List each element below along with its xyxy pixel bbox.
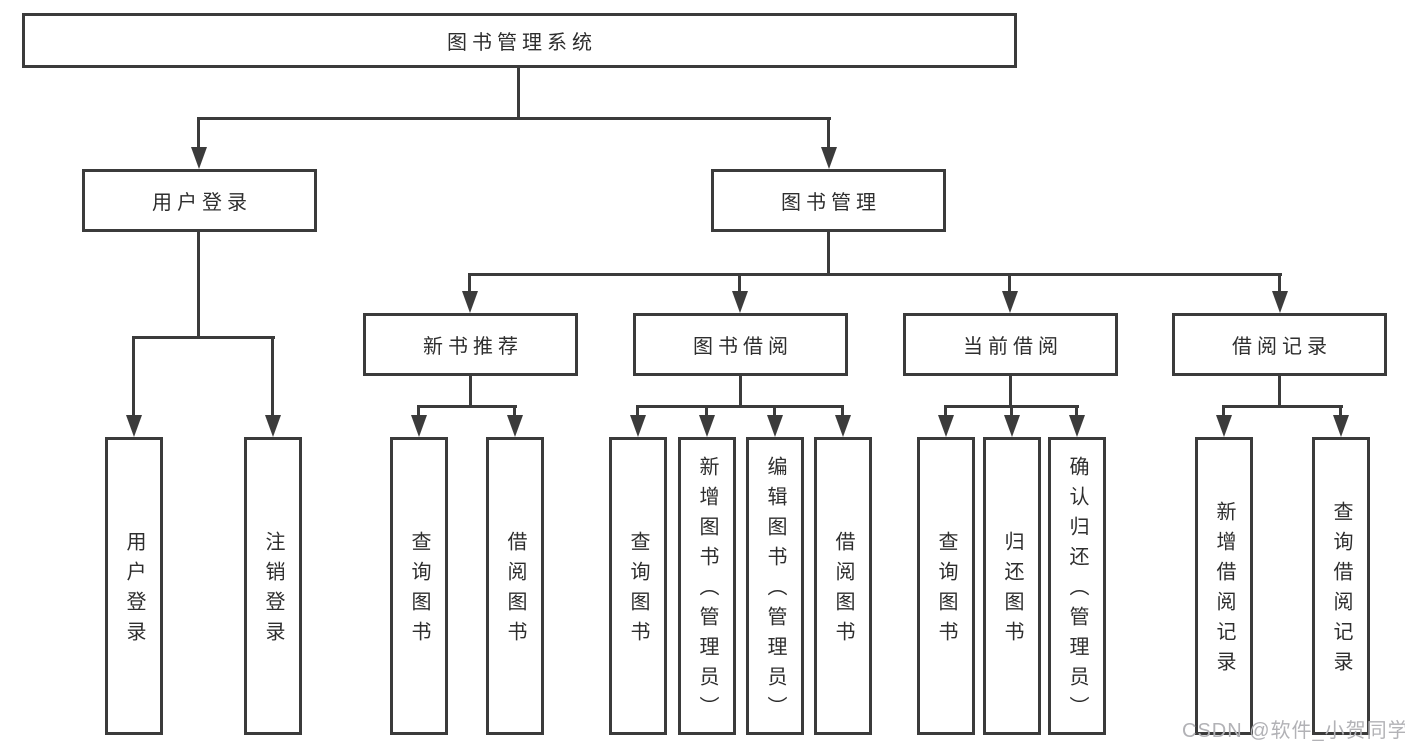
node-label: 用户登录 [152,192,252,214]
arrowhead-down-icon [126,415,142,437]
arrowhead-down-icon [1069,415,1085,437]
drop-line [417,405,420,417]
leaf-borrow-books-2: 借阅图书 [814,437,872,735]
leaf-query-books-1: 查询图书 [390,437,448,735]
stem-line [739,376,742,405]
leaf-label: 用户登录 [123,531,145,651]
drop-line [1010,405,1013,417]
arrowhead-down-icon [732,291,748,313]
arrowhead-down-icon [699,415,715,437]
node-label: 图书管理 [781,192,881,214]
drop-line [705,405,708,417]
leaf-query-borrow-record: 查询借阅记录 [1312,437,1370,735]
leaf-label: 查询图书 [935,531,957,651]
drop-line [827,117,830,149]
drop-line [1008,273,1011,293]
leaf-label: 借阅图书 [832,531,854,651]
drop-line [271,336,274,417]
arrowhead-down-icon [191,147,207,169]
leaf-label: 借阅图书 [504,531,526,651]
leaf-confirm-return-admin: 确认归还（管理员） [1048,437,1106,735]
leaf-label: 查询图书 [627,531,649,651]
drop-line [1222,405,1225,417]
drop-line [636,405,639,417]
leaf-label: 查询图书 [408,531,430,651]
bus-line [417,405,517,408]
leaf-label: 新增图书（管理员） [696,456,718,726]
stem-line [827,232,830,273]
node-label: 当前借阅 [963,336,1063,358]
node-label: 新书推荐 [423,336,523,358]
arrowhead-down-icon [938,415,954,437]
stem-line [517,68,520,117]
leaf-label: 确认归还（管理员） [1066,456,1088,726]
arrowhead-down-icon [411,415,427,437]
node-borrowing-records: 借阅记录 [1172,313,1387,376]
arrowhead-down-icon [630,415,646,437]
arrowhead-down-icon [462,291,478,313]
leaf-query-books-3: 查询图书 [917,437,975,735]
drop-line [132,336,135,417]
arrowhead-down-icon [507,415,523,437]
drop-line [944,405,947,417]
leaf-label: 编辑图书（管理员） [764,456,786,726]
bus-line [1222,405,1343,408]
node-book-borrowing: 图书借阅 [633,313,848,376]
node-library-management-system: 图书管理系统 [22,13,1017,68]
bus-line [636,405,844,408]
arrowhead-down-icon [1004,415,1020,437]
node-label: 借阅记录 [1232,336,1332,358]
node-label: 图书借阅 [693,336,793,358]
bus-line [132,336,275,339]
stem-line [197,232,200,336]
drop-line [1339,405,1342,417]
arrowhead-down-icon [1216,415,1232,437]
drop-line [1278,273,1281,293]
drop-line [841,405,844,417]
leaf-logout: 注销登录 [244,437,302,735]
leaf-label: 查询借阅记录 [1330,501,1352,681]
stem-line [1278,376,1281,405]
node-new-book-recommend: 新书推荐 [363,313,578,376]
bus-line [468,273,1282,276]
leaf-label: 归还图书 [1001,531,1023,651]
stem-line [1009,376,1012,405]
arrowhead-down-icon [1002,291,1018,313]
arrowhead-down-icon [835,415,851,437]
node-label: 图书管理系统 [447,32,597,54]
arrowhead-down-icon [821,147,837,169]
drop-line [468,273,471,293]
leaf-return-books: 归还图书 [983,437,1041,735]
leaf-add-books-admin: 新增图书（管理员） [678,437,736,735]
drop-line [197,117,200,149]
csdn-watermark: CSDN @软件_小贺同学 [1182,720,1405,742]
leaf-edit-books-admin: 编辑图书（管理员） [746,437,804,735]
node-user-login: 用户登录 [82,169,317,232]
arrowhead-down-icon [767,415,783,437]
leaf-add-borrow-record: 新增借阅记录 [1195,437,1253,735]
bus-line [197,117,831,120]
leaf-user-login: 用户登录 [105,437,163,735]
drop-line [513,405,516,417]
drop-line [738,273,741,293]
leaf-borrow-books-1: 借阅图书 [486,437,544,735]
arrowhead-down-icon [1333,415,1349,437]
drop-line [1075,405,1078,417]
leaf-label: 注销登录 [262,531,284,651]
arrowhead-down-icon [265,415,281,437]
arrowhead-down-icon [1272,291,1288,313]
drop-line [773,405,776,417]
node-current-borrowing: 当前借阅 [903,313,1118,376]
stem-line [469,376,472,405]
leaf-query-books-2: 查询图书 [609,437,667,735]
leaf-label: 新增借阅记录 [1213,501,1235,681]
node-book-management: 图书管理 [711,169,946,232]
